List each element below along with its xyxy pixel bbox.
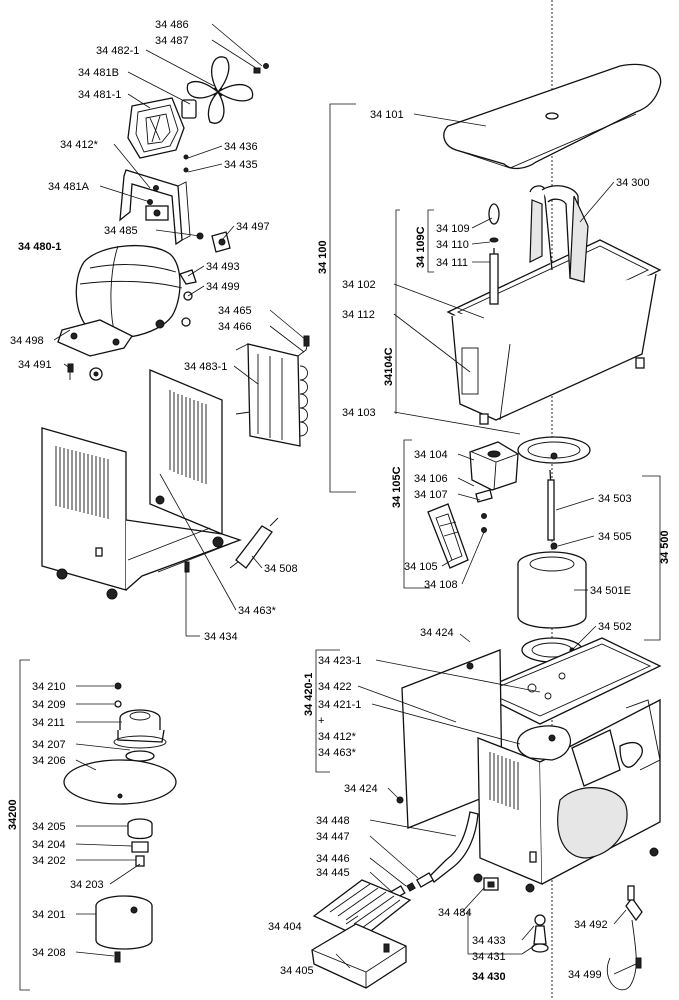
label-34112: 34 112 — [342, 309, 375, 321]
label-34492: 34 492 — [574, 919, 608, 931]
group-34109C: 34 109C — [415, 226, 427, 268]
label-34209: 34 209 — [32, 699, 66, 711]
label-34210: 34 210 — [32, 681, 66, 693]
group-labels: 34 100 34 109C 34104C 34 105C 34 500 34 … — [7, 226, 671, 830]
label-34430: 34 430 — [472, 971, 506, 983]
filter-drier — [229, 517, 279, 569]
label-34447: 34 447 — [316, 831, 350, 843]
label-34485: 34 485 — [104, 225, 138, 237]
label-34465: 34 465 — [218, 305, 252, 317]
label-34103: 34 103 — [342, 407, 376, 419]
label-34481-1: 34 481-1 — [78, 89, 121, 101]
label-34203: 34 203 — [70, 879, 104, 891]
lid — [443, 63, 662, 170]
label-34482-1: 34 482-1 — [96, 45, 139, 57]
label-34106: 34 106 — [414, 473, 448, 485]
bowl — [446, 185, 662, 425]
label-34111: 34 111 — [436, 257, 468, 269]
fan-assembly — [127, 56, 269, 159]
tap-block — [427, 441, 519, 569]
gear-motor — [517, 469, 587, 663]
label-34405: 34 405 — [280, 965, 314, 977]
drip-tray — [311, 879, 412, 989]
group-34100: 34 100 — [317, 240, 329, 274]
group-34104C: 34104C — [383, 347, 395, 386]
label-34499a: 34 499 — [206, 281, 240, 293]
label-34105: 34 105 — [404, 561, 438, 573]
label-34446: 34 446 — [316, 853, 350, 865]
label-34108: 34 108 — [424, 579, 458, 591]
label-34202: 34 202 — [32, 855, 66, 867]
label-34463s2: 34 463* — [318, 747, 357, 759]
label-34431: 34 431 — [472, 951, 506, 963]
condenser — [235, 335, 310, 447]
group-34420-1: 34 420-1 — [303, 673, 315, 716]
label-34508: 34 508 — [264, 563, 298, 575]
label-34499b: 34 499 — [568, 969, 602, 981]
label-34404: 34 404 — [268, 921, 302, 933]
drive-assembly — [63, 682, 177, 963]
label-34497: 34 497 — [236, 221, 270, 233]
label-34487: 34 487 — [155, 35, 189, 47]
label-34300: 34 300 — [616, 177, 650, 189]
label-plus: + — [318, 715, 324, 727]
label-34211: 34 211 — [32, 717, 65, 729]
label-34107: 34 107 — [414, 489, 448, 501]
label-34433: 34 433 — [472, 935, 506, 947]
label-34109: 34 109 — [436, 223, 470, 235]
label-34104: 34 104 — [414, 449, 448, 461]
label-34436: 34 436 — [224, 141, 258, 153]
label-34412s: 34 412* — [60, 139, 99, 151]
label-34480-1: 34 480-1 — [18, 241, 61, 253]
label-34435: 34 435 — [224, 159, 258, 171]
group-34500: 34 500 — [659, 530, 671, 564]
label-34412s2: 34 412* — [318, 731, 357, 743]
label-34484: 34 484 — [438, 907, 472, 919]
group-34105C: 34 105C — [391, 466, 403, 508]
label-34493: 34 493 — [206, 261, 240, 273]
fan-bracket — [119, 154, 231, 253]
label-34501E: 34 501E — [590, 585, 631, 597]
leader-lines — [53, 23, 637, 975]
label-34204: 34 204 — [32, 839, 66, 851]
label-34102: 34 102 — [342, 279, 376, 291]
label-34481A: 34 481A — [48, 181, 90, 193]
label-34424a: 34 424 — [420, 627, 454, 639]
label-34503: 34 503 — [598, 493, 632, 505]
label-34208: 34 208 — [32, 947, 66, 959]
label-34205: 34 205 — [32, 821, 66, 833]
label-34505: 34 505 — [598, 531, 632, 543]
group-34200: 34200 — [7, 799, 19, 830]
label-34466: 34 466 — [218, 321, 252, 333]
label-34491: 34 491 — [18, 359, 52, 371]
label-34101: 34 101 — [370, 109, 404, 121]
label-34448: 34 448 — [316, 815, 350, 827]
label-34486: 34 486 — [155, 19, 189, 31]
label-34481B: 34 481B — [78, 67, 119, 79]
label-34207: 34 207 — [32, 739, 66, 751]
chassis-frame — [41, 369, 242, 600]
small-parts-right — [483, 877, 643, 991]
gasket — [517, 436, 591, 464]
label-34421-1: 34 421-1 — [318, 699, 361, 711]
label-34423-1: 34 423-1 — [318, 655, 361, 667]
compressor — [57, 244, 197, 381]
label-34434: 34 434 — [204, 631, 238, 643]
label-34422: 34 422 — [318, 681, 352, 693]
label-34110: 34 110 — [436, 239, 469, 251]
label-34201: 34 201 — [32, 909, 66, 921]
label-34424b: 34 424 — [344, 783, 378, 795]
label-34502: 34 502 — [598, 621, 632, 633]
group-brackets — [19, 103, 661, 991]
label-34463s: 34 463* — [238, 605, 277, 617]
cabinet — [396, 637, 662, 893]
label-34206: 34 206 — [32, 755, 66, 767]
label-34445: 34 445 — [316, 867, 350, 879]
label-34483-1: 34 483-1 — [184, 361, 227, 373]
part-labels: 34 486 34 487 34 482-1 34 481B 34 481-1 … — [10, 19, 650, 983]
label-34498: 34 498 — [10, 335, 44, 347]
